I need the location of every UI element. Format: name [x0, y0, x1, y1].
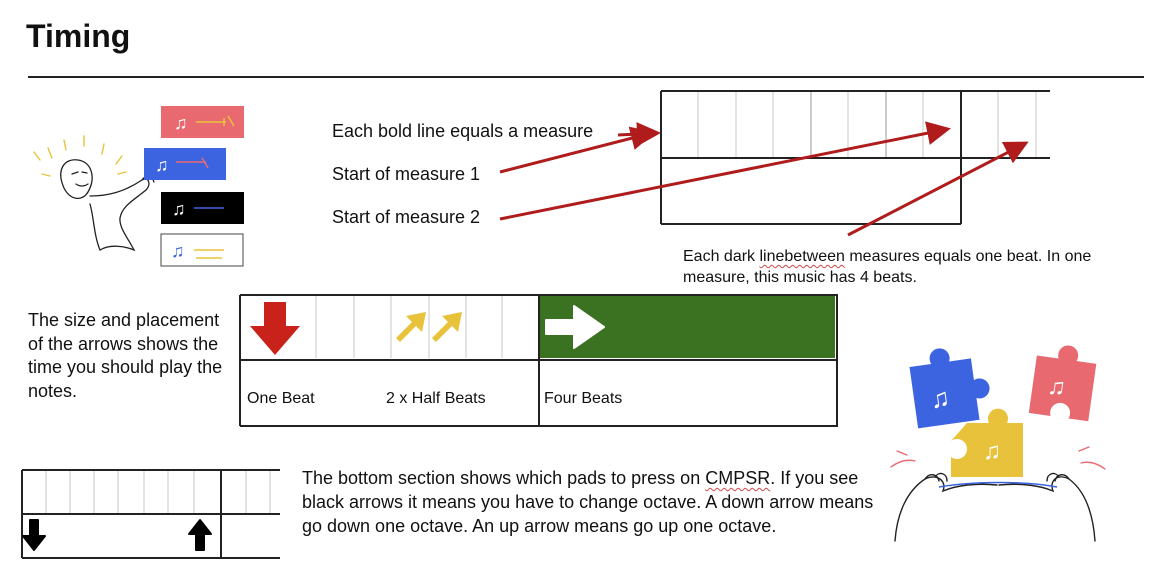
music-note-icon: ♫	[172, 199, 186, 219]
music-note-icon: ♫	[155, 155, 169, 175]
cards-illustration: ♫ ♫ ♫ ♫	[33, 106, 244, 267]
puzzle-piece-red: ♫	[1028, 345, 1097, 422]
beat-chart	[239, 294, 838, 427]
measure-grid	[660, 90, 1050, 225]
half-beats-label: 2 x Half Beats	[386, 390, 486, 407]
right-arrow-icon	[545, 305, 605, 349]
card-blue: ♫	[144, 148, 226, 180]
card-white: ♫	[160, 233, 244, 267]
annotation-arrows	[499, 121, 1029, 237]
measure-1-label: Start of measure 1	[332, 164, 481, 184]
music-note-icon: ♫	[171, 241, 185, 261]
bold-line-label: Each bold line equals a measure	[332, 121, 594, 141]
octave-explanation-text-1: The bottom section shows which pads to p…	[302, 468, 706, 488]
card-black: ♫	[161, 192, 244, 224]
beat-explanation-text-1: Each dark	[683, 248, 760, 265]
beat-explanation-text-2: measures equals one beat. In one measure…	[683, 248, 1092, 286]
title-divider	[28, 76, 1144, 78]
up-right-arrow-icon	[432, 312, 462, 342]
puzzle-piece-blue: ♫	[909, 348, 990, 429]
up-arrow-icon	[188, 519, 212, 551]
one-beat-label: One Beat	[247, 390, 315, 407]
music-note-icon: ♫	[928, 382, 951, 414]
down-arrow-icon	[22, 519, 46, 551]
arrows-explanation: The size and placement of the arrows sho…	[28, 310, 223, 401]
up-right-arrow-icon	[396, 312, 426, 342]
music-note-icon: ♫	[983, 438, 1001, 465]
measure-2-label: Start of measure 2	[332, 207, 481, 227]
beat-explanation: Each dark linebetween measures equals on…	[683, 246, 1113, 288]
card-red: ♫	[161, 106, 244, 138]
octave-grid	[21, 469, 280, 559]
puzzle-piece-yellow: ♫	[951, 408, 1023, 477]
beat-explanation-squiggle: linebetween	[759, 248, 845, 265]
four-beats-label: Four Beats	[544, 390, 623, 407]
music-note-icon: ♫	[174, 113, 188, 133]
puzzle-illustration: ♫ ♫ ♫	[890, 345, 1106, 542]
page-title: Timing	[26, 18, 131, 54]
octave-explanation: The bottom section shows which pads to p…	[302, 466, 877, 538]
down-arrow-icon	[250, 302, 300, 355]
octave-explanation-text-2: . If you see black arrows it means you h…	[302, 468, 874, 536]
music-note-icon: ♫	[1046, 372, 1068, 401]
octave-explanation-squiggle: CMPSR	[705, 468, 771, 488]
